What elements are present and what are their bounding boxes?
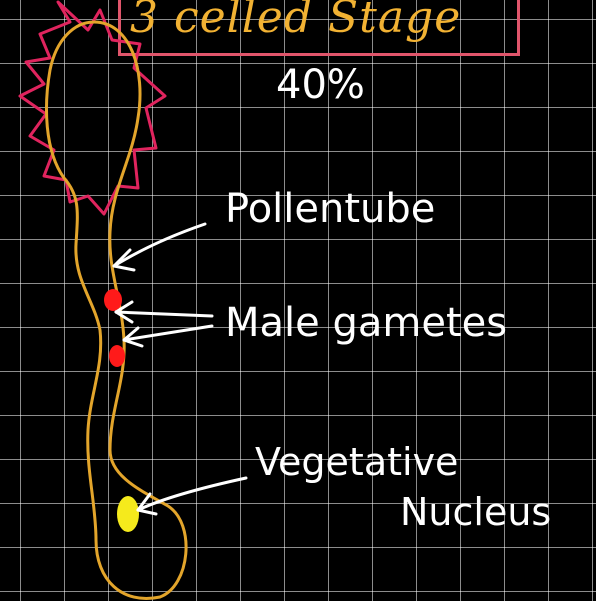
- label-male-gametes: Male gametes: [225, 300, 507, 346]
- vegetative-nucleus: [117, 496, 139, 532]
- label-vegetative: Vegetative: [255, 440, 458, 484]
- label-pollen-tube: Pollentube: [225, 186, 435, 232]
- exine-spikes: [20, 2, 165, 214]
- arrow-pollen-tube: [114, 224, 205, 270]
- arrow-male-gametes: [116, 302, 212, 346]
- arrow-vegetative-nucleus: [138, 478, 246, 514]
- label-nucleus: Nucleus: [400, 490, 551, 534]
- male-gamete-bottom: [109, 345, 125, 367]
- male-gamete-top: [104, 289, 122, 311]
